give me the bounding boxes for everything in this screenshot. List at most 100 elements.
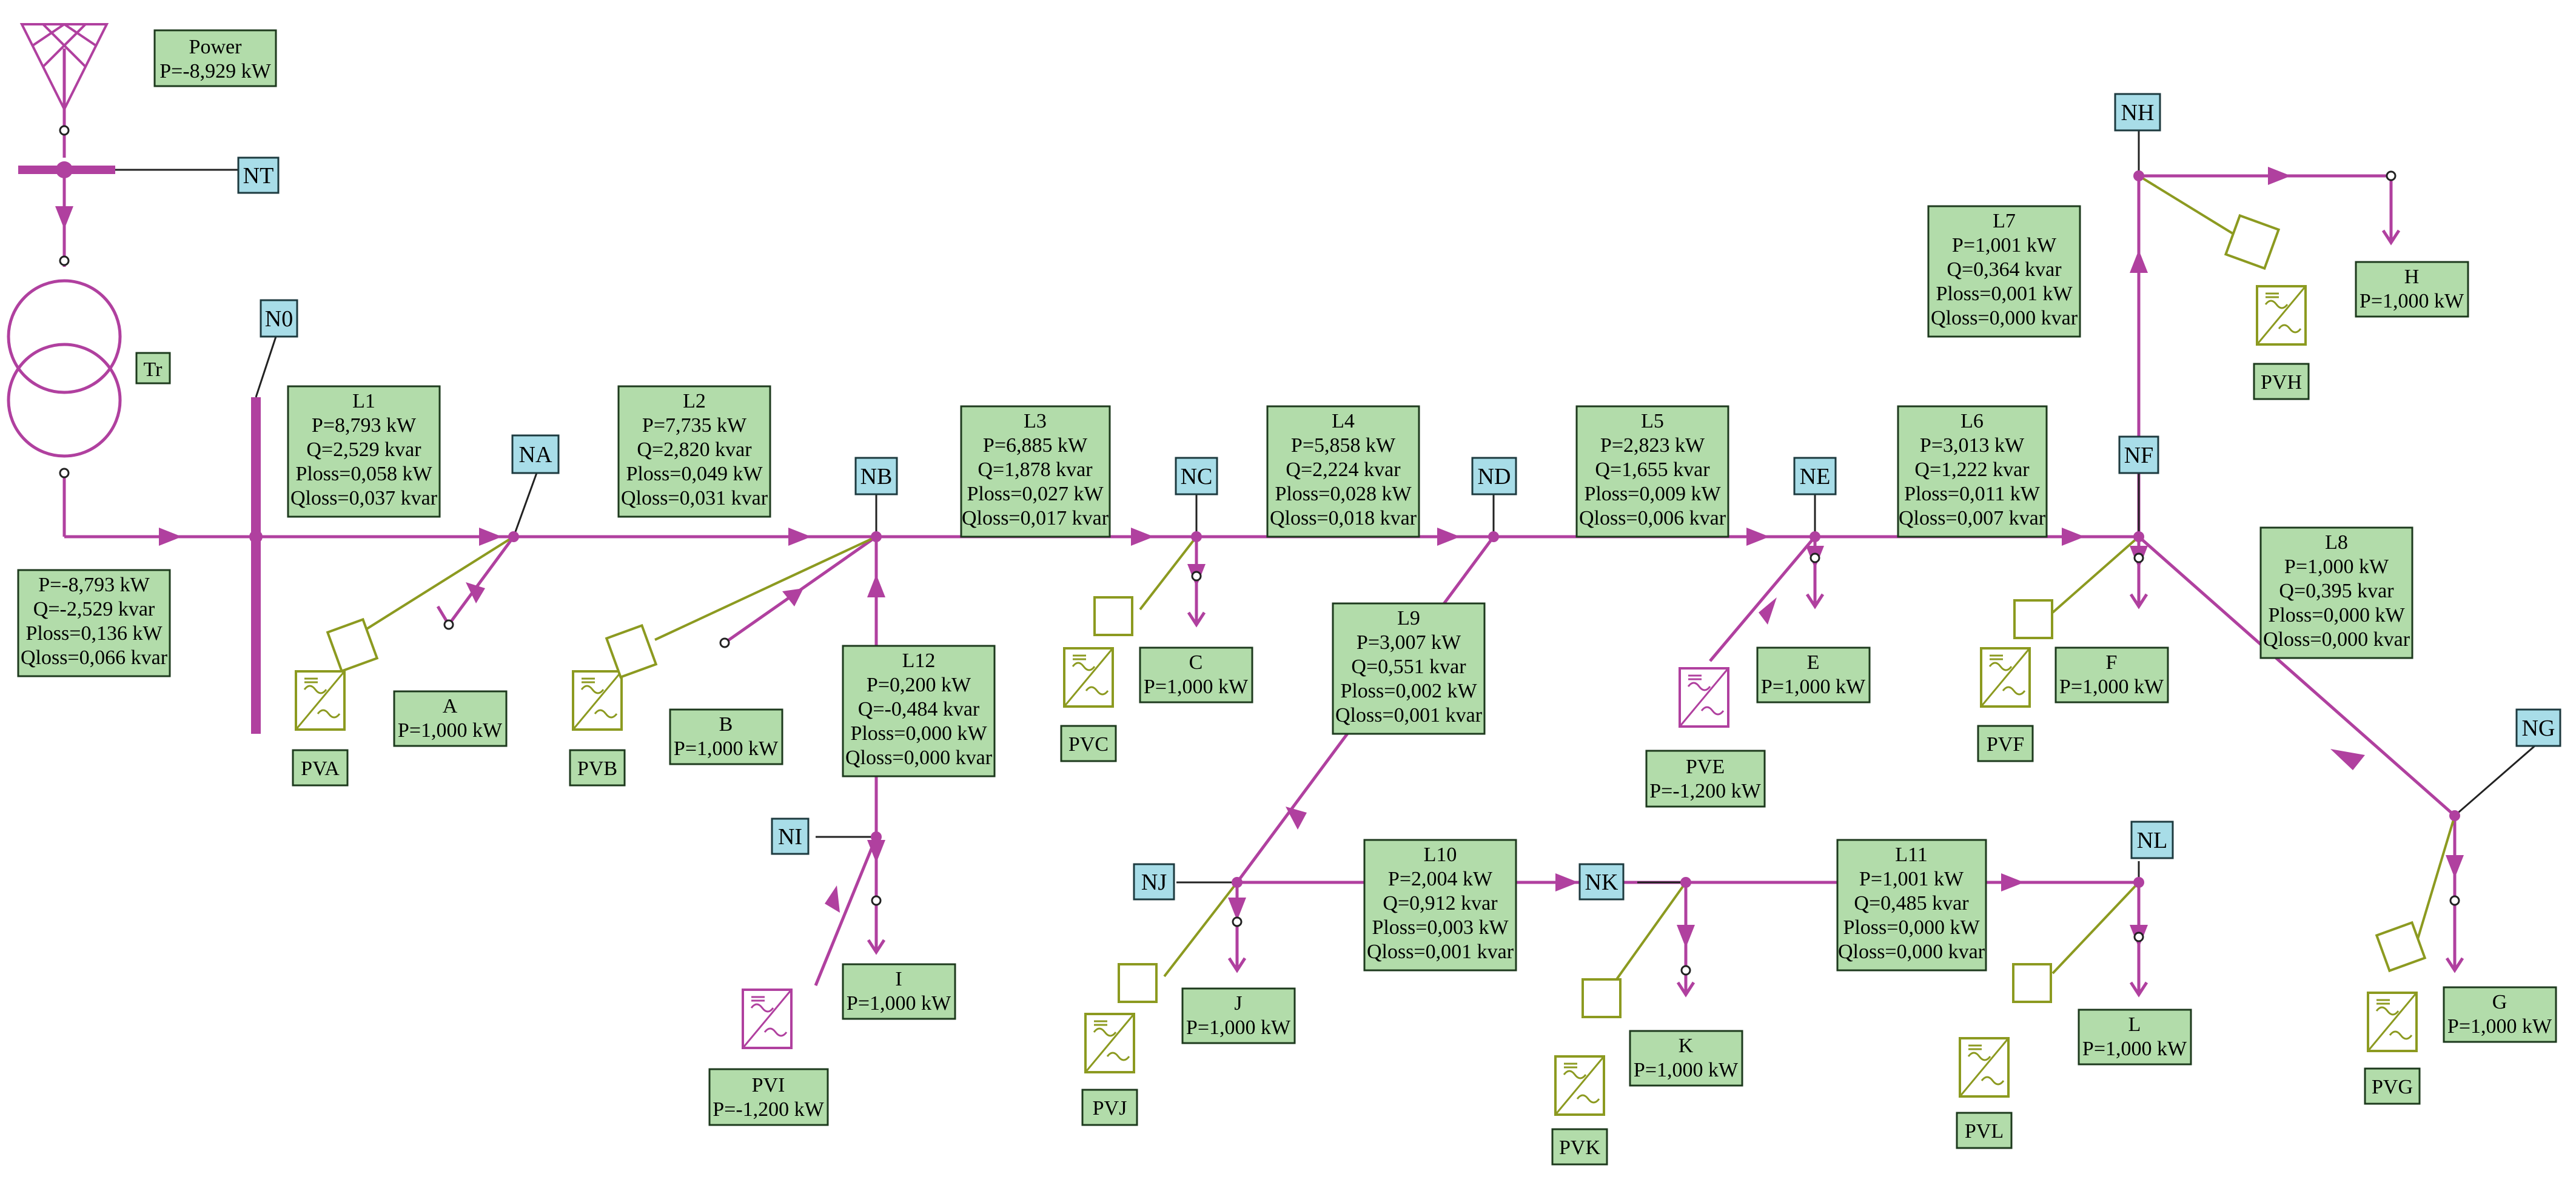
svg-text:Qloss=0,018 kvar: Qloss=0,018 kvar bbox=[1270, 507, 1417, 529]
svg-text:Qloss=0,000 kvar: Qloss=0,000 kvar bbox=[2263, 628, 2410, 651]
node-label-nk[interactable]: NK bbox=[1578, 863, 1625, 901]
pv-icon-pvc[interactable] bbox=[1063, 647, 1114, 708]
load-box-g[interactable]: GP=1,000 kW bbox=[2443, 986, 2557, 1043]
svg-text:PVE: PVE bbox=[1686, 756, 1725, 778]
svg-text:PVH: PVH bbox=[2261, 371, 2302, 394]
svg-text:Ploss=0,136 kW: Ploss=0,136 kW bbox=[25, 622, 163, 645]
node-label-nl[interactable]: NL bbox=[2130, 821, 2174, 859]
transformer-flow-box[interactable]: P=-8,793 kW Q=-2,529 kvar Ploss=0,136 kW… bbox=[17, 569, 171, 677]
pv-label-pvf[interactable]: PVF bbox=[1977, 725, 2034, 762]
svg-text:L3: L3 bbox=[1024, 410, 1047, 432]
pv-icon-pve[interactable] bbox=[1679, 667, 1729, 728]
node-label-nt[interactable]: NT bbox=[237, 156, 280, 194]
load-box-l[interactable]: LP=1,000 kW bbox=[2078, 1009, 2192, 1066]
node-label-ng[interactable]: NG bbox=[2515, 708, 2561, 747]
svg-text:Ploss=0,058 kW: Ploss=0,058 kW bbox=[295, 463, 432, 485]
load-box-i[interactable]: IP=1,000 kW bbox=[842, 963, 956, 1020]
svg-text:PVJ: PVJ bbox=[1093, 1097, 1127, 1120]
pv-icon-pvk[interactable] bbox=[1554, 1055, 1605, 1116]
node-label-ni[interactable]: NI bbox=[771, 817, 810, 855]
transformer-name-box[interactable]: Tr bbox=[135, 352, 171, 384]
svg-text:Qloss=0,031 kvar: Qloss=0,031 kvar bbox=[621, 487, 768, 509]
svg-text:Q=2,529 kvar: Q=2,529 kvar bbox=[306, 438, 421, 461]
svg-text:P=1,000 kW: P=1,000 kW bbox=[398, 719, 503, 742]
load-box-b[interactable]: BP=1,000 kW bbox=[669, 708, 783, 765]
grid-source-icon[interactable] bbox=[19, 23, 109, 112]
pv-label-pvg[interactable]: PVG bbox=[2364, 1067, 2421, 1105]
pv-icon-pvj[interactable] bbox=[1084, 1013, 1135, 1073]
svg-text:Power: Power bbox=[189, 36, 243, 58]
svg-text:P=2,823 kW: P=2,823 kW bbox=[1600, 434, 1705, 457]
pv-icon-pvb[interactable] bbox=[572, 670, 623, 731]
pv-label-pvj[interactable]: PVJ bbox=[1081, 1089, 1138, 1126]
svg-text:P=6,885 kW: P=6,885 kW bbox=[983, 434, 1088, 457]
node-label-n0[interactable]: N0 bbox=[260, 299, 298, 338]
pv-label-pvc[interactable]: PVC bbox=[1060, 725, 1117, 762]
transformer-icon[interactable] bbox=[7, 279, 122, 458]
load-box-e[interactable]: EP=1,000 kW bbox=[1756, 646, 1871, 703]
pv-icon-pvi[interactable] bbox=[742, 989, 793, 1049]
svg-text:Q=0,395 kvar: Q=0,395 kvar bbox=[2279, 580, 2394, 602]
svg-text:NJ: NJ bbox=[1141, 870, 1167, 895]
svg-text:G: G bbox=[2492, 991, 2507, 1013]
junction-dots bbox=[56, 125, 2460, 976]
pv-label-pvb[interactable]: PVB bbox=[569, 749, 626, 787]
svg-text:NH: NH bbox=[2121, 100, 2155, 126]
pv-tag-pvg bbox=[2375, 921, 2427, 973]
svg-text:P=3,013 kW: P=3,013 kW bbox=[1920, 434, 2025, 457]
svg-text:L11: L11 bbox=[1895, 844, 1928, 866]
pv-label-pvl[interactable]: PVL bbox=[1956, 1112, 2013, 1149]
svg-text:F: F bbox=[2106, 651, 2118, 674]
svg-text:H: H bbox=[2404, 266, 2420, 288]
pv-tag-pvf bbox=[2013, 599, 2053, 639]
pv-label-pvh[interactable]: PVH bbox=[2253, 363, 2310, 400]
pv-label-pva[interactable]: PVA bbox=[292, 749, 349, 787]
svg-text:Qloss=0,066 kvar: Qloss=0,066 kvar bbox=[21, 646, 168, 669]
node-label-ne[interactable]: NE bbox=[1793, 457, 1837, 495]
svg-text:L7: L7 bbox=[1993, 210, 2016, 232]
svg-text:L: L bbox=[2128, 1013, 2141, 1036]
node-label-nh[interactable]: NH bbox=[2114, 93, 2161, 132]
pv-icon-pvh[interactable] bbox=[2256, 285, 2307, 346]
svg-text:P=1,000 kW: P=1,000 kW bbox=[1144, 676, 1249, 698]
svg-text:Ploss=0,000 kW: Ploss=0,000 kW bbox=[1843, 916, 1980, 939]
svg-text:P=-8,929 kW: P=-8,929 kW bbox=[159, 60, 271, 82]
node-label-nd[interactable]: ND bbox=[1471, 457, 1517, 495]
svg-text:NI: NI bbox=[778, 824, 802, 850]
grid-power-box[interactable]: Power P=-8,929 kW bbox=[153, 29, 277, 87]
node-label-nf[interactable]: NF bbox=[2118, 435, 2159, 474]
node-label-nj[interactable]: NJ bbox=[1133, 863, 1175, 901]
svg-text:NT: NT bbox=[243, 163, 274, 189]
load-box-j[interactable]: JP=1,000 kW bbox=[1181, 987, 1296, 1044]
load-box-a[interactable]: AP=1,000 kW bbox=[393, 690, 508, 747]
svg-text:L8: L8 bbox=[2325, 531, 2348, 554]
node-label-nc[interactable]: NC bbox=[1175, 457, 1218, 495]
svg-text:P=-8,793 kW: P=-8,793 kW bbox=[38, 574, 150, 596]
load-box-h[interactable]: HP=1,000 kW bbox=[2355, 261, 2469, 318]
node-label-na[interactable]: NA bbox=[511, 434, 560, 474]
node-label-nb[interactable]: NB bbox=[854, 457, 898, 495]
pv-tag-pvc bbox=[1093, 596, 1133, 636]
pv-icon-pva[interactable] bbox=[295, 670, 346, 731]
pv-label-pvk[interactable]: PVK bbox=[1551, 1128, 1608, 1166]
pv-icon-pvg[interactable] bbox=[2367, 992, 2418, 1052]
pv-icon-pvf[interactable] bbox=[1980, 647, 2031, 708]
pv-icon-pvl[interactable] bbox=[1959, 1037, 2010, 1098]
load-box-k[interactable]: KP=1,000 kW bbox=[1629, 1030, 1743, 1087]
load-box-f[interactable]: FP=1,000 kW bbox=[2054, 646, 2169, 703]
load-box-c[interactable]: CP=1,000 kW bbox=[1139, 646, 1253, 703]
